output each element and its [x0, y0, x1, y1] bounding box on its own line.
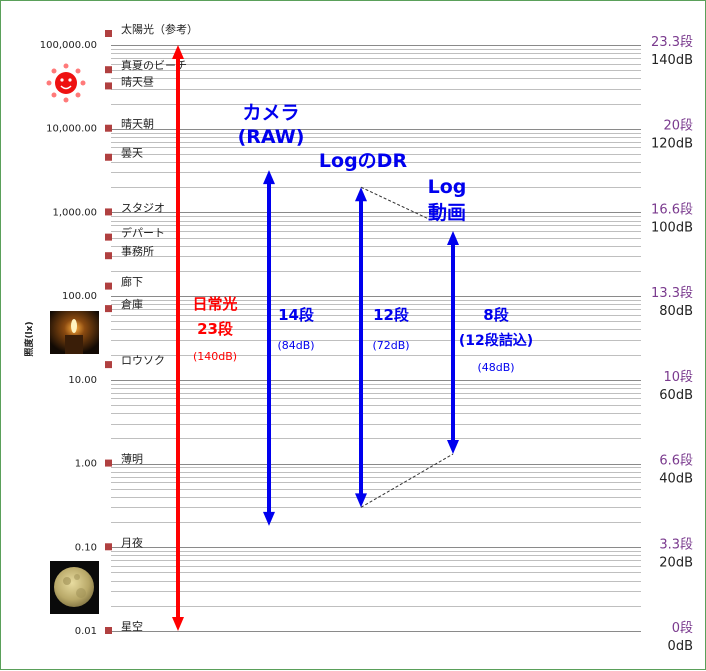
- range-arrow-log-video: [447, 231, 459, 455]
- range-arrow-head-up: [355, 187, 367, 202]
- camera-subtitle: (RAW): [238, 126, 305, 148]
- light-source-marker: [105, 233, 112, 241]
- db-label: 60dB: [659, 388, 693, 403]
- light-source-label: 倉庫: [121, 297, 143, 311]
- range-arrows: 日常光 23段 (140dB) カメラ(RAW) 14段 (84dB) LogのDR 12段 (…: [172, 45, 533, 631]
- range-arrow-head-down: [355, 493, 367, 508]
- light-source-marker: [105, 305, 112, 313]
- logdr-stops: 12段: [373, 306, 409, 324]
- daylight-stops: 23段: [197, 320, 233, 338]
- full-moon-photo: [50, 561, 99, 614]
- light-source-label: デパート: [121, 226, 165, 240]
- logvideo-title: Log: [428, 176, 467, 198]
- stop-label: 0段: [672, 621, 693, 636]
- db-label: 120dB: [651, 137, 693, 152]
- light-source-marker: [105, 459, 112, 467]
- db-label: 20dB: [659, 555, 693, 570]
- light-source-marker: [105, 208, 112, 216]
- light-source-marker: [105, 282, 112, 290]
- camera-db: (84dB): [277, 339, 314, 352]
- y-tick-label: 1,000.00: [52, 207, 97, 218]
- light-source-label: 太陽光（参考）: [121, 22, 198, 36]
- light-source-label: 事務所: [121, 244, 154, 258]
- range-arrow-head-up: [172, 45, 184, 59]
- db-label: 80dB: [659, 304, 693, 319]
- light-sources: 太陽光（参考） 真夏のビーチ晴天昼晴天朝曇天スタジオデパート事務所廊下倉庫ロウソク…: [105, 22, 198, 634]
- range-arrow-log-dr: [355, 187, 367, 508]
- light-source-label: 薄明: [121, 452, 143, 466]
- light-source-label: 廊下: [121, 275, 143, 289]
- light-source-label: スタジオ: [121, 201, 165, 214]
- light-source-marker: [105, 153, 112, 161]
- light-source-marker: [105, 30, 112, 37]
- y-axis-label: 照度(lx): [23, 321, 35, 356]
- light-source-label: 曇天: [121, 147, 143, 160]
- stop-label: 6.6段: [659, 454, 693, 469]
- light-source-marker: [105, 361, 112, 369]
- db-label: 100dB: [651, 220, 693, 235]
- light-source-label: 晴天昼: [121, 75, 154, 88]
- logdr-db: (72dB): [372, 339, 409, 352]
- light-source-marker: [105, 627, 112, 634]
- sun-face-icon: [46, 63, 86, 103]
- camera-title: カメラ: [242, 102, 299, 124]
- range-arrow-head-down: [263, 511, 275, 526]
- logvideo-stops: 8段: [483, 306, 508, 324]
- range-arrow-camera-raw: [263, 170, 275, 526]
- light-source-label: 真夏のビーチ: [121, 58, 187, 72]
- stop-label: 23.3段: [651, 35, 693, 50]
- db-label: 40dB: [659, 472, 693, 487]
- range-arrow-head-up: [263, 170, 275, 185]
- camera-stops: 14段: [278, 306, 314, 324]
- right-scale: 23.3段 140dB 20段 120dB 16.6段 100dB 13.3段 80dB 10段…: [651, 35, 693, 654]
- stop-label: 10段: [663, 370, 693, 385]
- stop-label: 13.3段: [651, 286, 693, 301]
- daylight-title: 日常光: [192, 295, 237, 313]
- grid-lines: [111, 45, 641, 632]
- y-tick-label: 10.00: [68, 375, 97, 386]
- light-source-marker: [105, 82, 112, 90]
- y-axis-ticks: 100,000.00 10,000.00 1,000.00 100.00 10.00 1.…: [40, 40, 97, 637]
- range-arrow-head-down: [172, 617, 184, 631]
- stop-label: 20段: [663, 119, 693, 134]
- connector-bottom: [360, 453, 454, 508]
- light-source-marker: [105, 543, 112, 551]
- logvideo-note: (12段詰込): [459, 332, 533, 349]
- light-source-label: ロウソク: [121, 354, 165, 367]
- db-label: 0dB: [668, 639, 693, 654]
- logvideo-subtitle: 動画: [428, 202, 466, 224]
- light-source-marker: [105, 252, 112, 260]
- connector-top: [360, 186, 434, 222]
- light-source-label: 月夜: [121, 535, 143, 549]
- y-tick-label: 10,000.00: [46, 124, 97, 135]
- daylight-db: (140dB): [193, 350, 237, 363]
- range-arrow-head-up: [447, 231, 459, 246]
- range-arrow-head-down: [447, 440, 459, 455]
- logdr-title: LogのDR: [319, 150, 408, 172]
- stop-label: 16.6段: [651, 202, 693, 217]
- log-connectors: [360, 186, 454, 508]
- stop-label: 3.3段: [659, 537, 693, 552]
- light-source-label: 晴天朝: [121, 118, 154, 131]
- light-source-marker: [105, 66, 112, 74]
- range-arrow-daylight: [172, 45, 184, 631]
- db-label: 140dB: [651, 53, 693, 68]
- y-tick-label: 0.10: [75, 542, 97, 553]
- light-source-label: 星空: [121, 619, 143, 633]
- candle-photo: [50, 311, 99, 354]
- light-source-marker: [105, 124, 112, 132]
- y-tick-label: 100.00: [62, 291, 97, 302]
- logvideo-db: (48dB): [477, 361, 514, 374]
- y-tick-label: 1.00: [75, 459, 97, 470]
- y-tick-label: 0.01: [75, 626, 97, 637]
- y-tick-label: 100,000.00: [40, 40, 97, 51]
